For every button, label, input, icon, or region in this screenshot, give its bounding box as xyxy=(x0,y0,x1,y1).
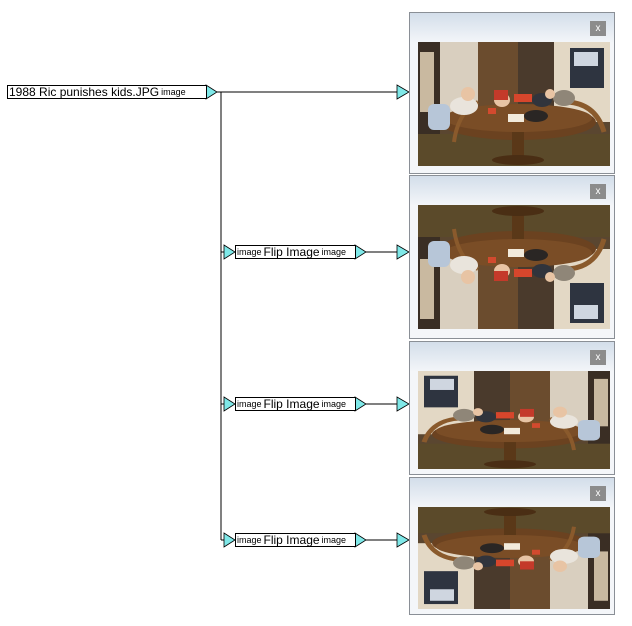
flip1-output-connector[interactable] xyxy=(354,244,367,260)
flip3-output-connector[interactable] xyxy=(354,532,367,548)
flip-image-node-2[interactable]: image Flip Image image xyxy=(235,397,356,411)
image-preview xyxy=(418,507,610,609)
flip-output-port-label: image xyxy=(321,535,347,545)
flip-image-node-3[interactable]: image Flip Image image xyxy=(235,533,356,547)
flip3-input-connector[interactable] xyxy=(223,532,236,548)
source-image-node[interactable]: 1988 Ric punishes kids.JPG image xyxy=(7,85,207,99)
flip2-output-connector[interactable] xyxy=(354,396,367,412)
viewer4-input-connector[interactable] xyxy=(396,532,410,548)
flip-image-node-1[interactable]: image Flip Image image xyxy=(235,245,356,259)
flip-input-port-label: image xyxy=(237,535,262,545)
flip-node-label: Flip Image xyxy=(263,245,320,259)
viewer2-input-connector[interactable] xyxy=(396,244,410,260)
image-viewer-3[interactable]: x xyxy=(409,341,615,475)
image-preview xyxy=(418,371,610,469)
flip-input-port-label: image xyxy=(237,247,262,257)
source-output-port-label: image xyxy=(161,87,186,97)
image-preview xyxy=(418,205,610,329)
image-viewer-2[interactable]: x xyxy=(409,175,615,339)
image-viewer-1[interactable]: x xyxy=(409,12,615,174)
viewer3-input-connector[interactable] xyxy=(396,396,410,412)
source-filename: 1988 Ric punishes kids.JPG xyxy=(9,85,160,99)
close-button[interactable]: x xyxy=(590,21,606,36)
close-button[interactable]: x xyxy=(590,486,606,501)
flip2-input-connector[interactable] xyxy=(223,396,236,412)
flip-input-port-label: image xyxy=(237,399,262,409)
flip-output-port-label: image xyxy=(321,247,347,257)
viewer1-input-connector[interactable] xyxy=(396,84,410,100)
close-button[interactable]: x xyxy=(590,184,606,199)
flip-node-label: Flip Image xyxy=(263,397,320,411)
flip-output-port-label: image xyxy=(321,399,347,409)
image-preview xyxy=(418,42,610,166)
source-output-connector[interactable] xyxy=(205,84,218,100)
image-viewer-4[interactable]: x xyxy=(409,477,615,615)
close-button[interactable]: x xyxy=(590,350,606,365)
flip-node-label: Flip Image xyxy=(263,533,320,547)
flip1-input-connector[interactable] xyxy=(223,244,236,260)
